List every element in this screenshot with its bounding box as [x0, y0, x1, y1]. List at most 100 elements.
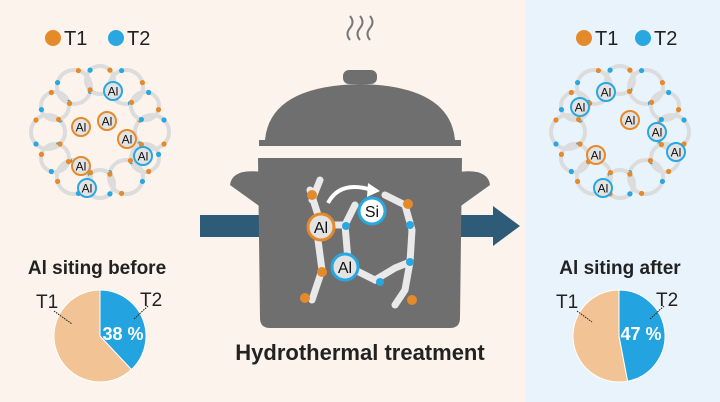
- t1-site: [659, 79, 666, 86]
- svg-text:Al: Al: [601, 86, 612, 100]
- t1-site: [161, 141, 167, 147]
- t1-site: [107, 67, 113, 73]
- right-handle: [458, 171, 490, 208]
- framework-ring: [627, 158, 665, 197]
- t2-site: [146, 89, 152, 96]
- t1-site: [627, 171, 633, 177]
- t1-legend-dot: [576, 30, 592, 46]
- t2-legend-label: T2: [127, 28, 150, 50]
- arrow-head: [493, 206, 520, 246]
- t2-site: [681, 117, 687, 123]
- t1-site: [553, 117, 559, 123]
- t2-site: [138, 116, 145, 123]
- t2-site: [107, 191, 113, 197]
- si-atom: Si: [357, 196, 387, 226]
- lid-rim: [259, 140, 461, 146]
- t1-site: [647, 158, 653, 164]
- al-atom-t1: Al: [71, 156, 91, 176]
- t1-site: [38, 151, 45, 157]
- before-title: Al siting before: [28, 258, 166, 279]
- pie-t2-value: 38 %: [102, 324, 143, 344]
- pie-slice-t1: [572, 289, 629, 383]
- t1-site: [648, 99, 655, 105]
- t2-site: [139, 178, 146, 185]
- t1-site: [127, 158, 133, 164]
- framework-fragment: Al Si Al: [300, 176, 417, 309]
- t1-site: [626, 88, 633, 94]
- svg-text:Al: Al: [598, 182, 609, 196]
- t2-site: [607, 67, 613, 73]
- t2-site: [155, 151, 162, 157]
- t2-site: [553, 141, 559, 147]
- arrow-tail: [200, 215, 270, 237]
- t2-site: [33, 141, 39, 147]
- steam-icon: [346, 15, 374, 41]
- t2-site: [568, 168, 574, 175]
- legend-after: T1 T2: [576, 28, 677, 50]
- t1-site: [138, 141, 145, 148]
- t2-site: [161, 117, 167, 123]
- pie-t2-label: T2: [656, 290, 678, 311]
- svg-text:Si: Si: [365, 204, 379, 221]
- t1-site: [67, 100, 73, 106]
- al-atom-t1: Al: [306, 212, 336, 242]
- after-title: Al siting after: [559, 258, 681, 279]
- svg-text:Al: Al: [625, 114, 636, 128]
- al-atom-t1: Al: [586, 145, 606, 165]
- al-atom-t2: Al: [133, 146, 153, 166]
- t1-legend-label: T1: [64, 28, 87, 50]
- t2-leader-line: [133, 305, 149, 320]
- pot-body: [258, 158, 462, 328]
- pie-slice-t2: [618, 289, 666, 382]
- svg-text:Al: Al: [575, 101, 586, 115]
- t1-site: [577, 141, 583, 147]
- pie-slice-t1: [53, 289, 133, 383]
- al-atom-t2: Al: [570, 97, 590, 117]
- al-atom-t2: Al: [596, 82, 616, 102]
- t1-site: [658, 141, 665, 148]
- t2-site: [666, 89, 672, 96]
- t2-site: [119, 67, 125, 74]
- t2-site: [558, 107, 565, 113]
- framework-ring: [84, 64, 116, 96]
- pie-t1-label: T1: [556, 292, 578, 313]
- svg-text:Al: Al: [76, 121, 87, 135]
- t2-site: [54, 79, 61, 86]
- framework-ring: [549, 113, 587, 151]
- t2-legend-label: T2: [654, 28, 677, 50]
- svg-text:Al: Al: [102, 115, 113, 129]
- t2-legend-dot: [635, 30, 651, 46]
- al-atom-t2: Al: [593, 178, 613, 198]
- t1-site: [128, 99, 135, 105]
- framework-ring: [627, 67, 665, 106]
- t1-site: [666, 168, 672, 175]
- t1-site: [155, 107, 162, 113]
- t1-legend-dot: [45, 30, 61, 46]
- t1-site: [75, 67, 81, 74]
- t1-leader-line: [53, 310, 73, 325]
- t1-site: [48, 89, 54, 96]
- left-handle: [230, 171, 262, 208]
- t1-site: [65, 159, 72, 165]
- framework-ring: [107, 158, 145, 197]
- t2-site: [627, 191, 633, 197]
- al-atom-t2: Al: [330, 252, 360, 282]
- t1-legend-label: T1: [595, 28, 618, 50]
- svg-text:Al: Al: [671, 146, 682, 160]
- t1-site: [558, 151, 565, 157]
- t1-site: [639, 190, 645, 197]
- svg-text:Al: Al: [108, 85, 119, 99]
- t2-legend-dot: [108, 30, 124, 46]
- pie-slice-t2: [99, 289, 147, 371]
- svg-text:Al: Al: [138, 150, 149, 164]
- arrow-shaft: [450, 215, 495, 237]
- framework-ring: [38, 142, 71, 174]
- svg-text:Al: Al: [82, 182, 93, 196]
- al-atom-t1: Al: [117, 129, 137, 149]
- t2-site: [639, 67, 645, 74]
- t1-site: [107, 171, 113, 177]
- pie-t2-label: T2: [140, 290, 162, 311]
